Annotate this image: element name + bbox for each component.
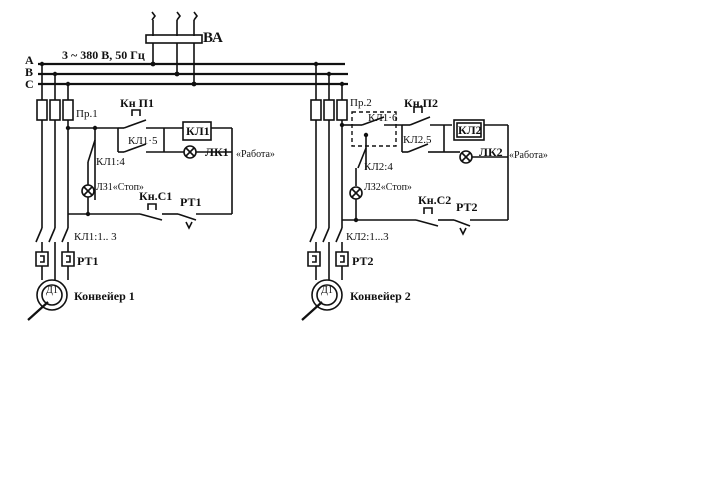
hold-contact-1-label: КЛ1·5 xyxy=(128,135,158,147)
fuse-2 xyxy=(310,99,322,121)
run-lamp-2-label: ЛК2 xyxy=(479,145,503,159)
motor-1 xyxy=(36,279,68,311)
coil-kl1 xyxy=(182,121,212,141)
stop-lamp-2-label: ЛЗ2«Стоп» xyxy=(364,182,412,193)
supply-label: 3 ~ 380 В, 50 Гц xyxy=(62,48,145,62)
circuit-breaker: ВА xyxy=(145,11,223,87)
conveyor-2-circuit: Пр.2 КЛ1·6 Кн.П2 КЛ2.5 КЛ2 xyxy=(301,61,548,321)
aux-contact-1-label: КЛ1:4 xyxy=(96,156,125,168)
hold-contact-2-label: КЛ2.5 xyxy=(403,134,432,146)
breaker-label: ВА xyxy=(203,30,223,46)
coil-kl2-label: КЛ2 xyxy=(458,123,482,137)
start-button-2 xyxy=(413,106,423,113)
phase-c-label: С xyxy=(25,77,34,91)
run-lamp-1-text: «Работа» xyxy=(236,149,275,160)
main-contacts-2-label: КЛ2:1...3 xyxy=(346,231,389,243)
phase-a-label: А xyxy=(25,53,34,67)
bus-bars: А В С 3 ~ 380 В, 50 Гц xyxy=(25,48,348,91)
run-lamp-1-label: ЛК1 xyxy=(205,145,229,159)
thermal-relay-1-label: РТ1 xyxy=(77,254,98,268)
relay-contact-2-label: РТ2 xyxy=(456,200,477,214)
conveyor-1-circuit: Пр.1 Кн П1 КЛ1·5 КЛ1 ЛК1 «Раб xyxy=(27,61,275,321)
motor-2-label: Д1 xyxy=(321,285,333,296)
thermal-relay-2-label: РТ2 xyxy=(352,254,373,268)
stop-lamp-1-label: ЛЗ1«Стоп» xyxy=(96,182,144,193)
stop-button-2 xyxy=(423,207,433,214)
thermal-relay-2b xyxy=(335,251,349,267)
stop-button-1-label: Кн.С1 xyxy=(139,189,172,203)
thermal-relay-1a xyxy=(35,251,49,267)
aux-contact-2-label: КЛ2:4 xyxy=(364,161,393,173)
conveyor-1-name: Конвейер 1 xyxy=(74,289,135,303)
stop-button-2-label: Кн.С2 xyxy=(418,193,451,207)
stop-button-1 xyxy=(147,203,157,210)
thermal-relay-1b xyxy=(61,251,75,267)
run-lamp-2-text: «Работа» xyxy=(509,150,548,161)
start-button-1 xyxy=(131,109,141,116)
relay-contact-1-label: РТ1 xyxy=(180,195,201,209)
start-button-1-label: Кн П1 xyxy=(120,96,154,110)
fuse-1-label: Пр.1 xyxy=(76,108,98,120)
coil-kl1-label: КЛ1 xyxy=(186,124,210,138)
conveyor-2-name: Конвейер 2 xyxy=(350,289,411,303)
thermal-relay-2a xyxy=(307,251,321,267)
start-button-2-label: Кн.П2 xyxy=(404,96,438,110)
motor-1-label: Д1 xyxy=(46,285,58,296)
interlock-label: КЛ1·6 xyxy=(368,112,398,124)
fuse-1 xyxy=(36,99,48,121)
main-contacts-1-label: КЛ1:1.. 3 xyxy=(74,231,117,243)
interlock-box xyxy=(351,111,397,147)
motor-2 xyxy=(311,279,343,311)
fuse-2-label: Пр.2 xyxy=(350,97,372,109)
coil-kl2 xyxy=(453,119,485,141)
phase-b-label: В xyxy=(25,65,33,79)
